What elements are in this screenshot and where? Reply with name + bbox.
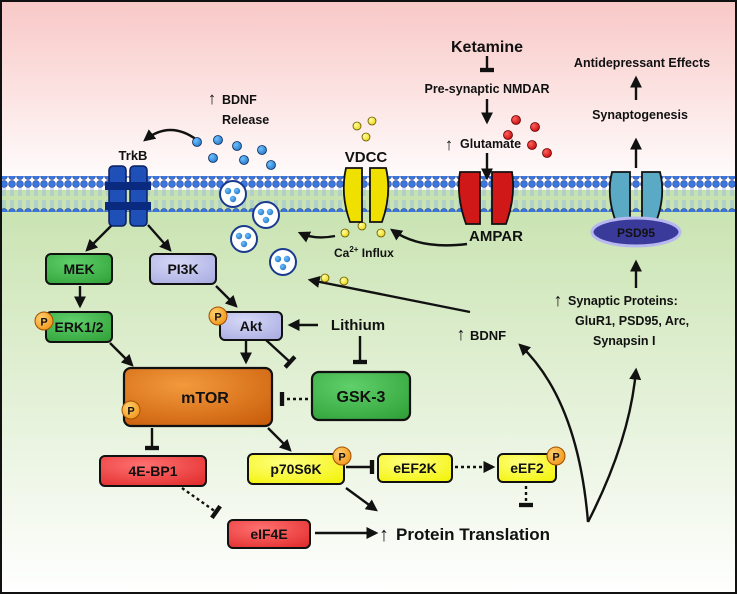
svg-text:P: P: [127, 406, 134, 418]
mek-node: MEK: [45, 253, 113, 285]
erk-to-mtor-arrow: [109, 342, 134, 367]
nmdar-label: Pre-synaptic NMDAR: [424, 82, 549, 96]
released-bdnf-dots: [192, 135, 276, 170]
vesicle: [219, 180, 247, 208]
4ebp1-node: 4E-BP1: [99, 455, 207, 487]
4ebp1-inhibits-eif4e: [181, 487, 222, 520]
pi3k-to-akt-arrow: [215, 285, 238, 308]
gsk3-label: GSK-3: [337, 389, 386, 406]
translation-to-bdnf-arrow: [518, 343, 590, 523]
vdcc-channel: [342, 167, 390, 223]
pi3k-node: PI3K: [149, 253, 217, 285]
bdnf-label: BDNF: [470, 328, 506, 343]
ampar-channel: [457, 171, 515, 225]
erk-label: ERK1/2: [54, 319, 103, 335]
eef2-label: eEF2: [510, 460, 544, 476]
akt-label: Akt: [240, 318, 263, 334]
bdnf-up-arrow: ↑: [457, 324, 466, 344]
phospho-badge-erk: P: [34, 311, 54, 331]
synaptic-cleft-background: [0, 0, 737, 190]
eif4e-node: eIF4E: [227, 519, 311, 549]
psd95-label: PSD95: [617, 226, 655, 240]
psd95-scaffold: [590, 216, 682, 248]
trkb-to-mek-arrow: [85, 224, 113, 252]
bdnf-to-vesicles-arrow: [307, 275, 471, 314]
4ebp1-label: 4E-BP1: [128, 463, 177, 479]
bdnf-vesicles: [219, 180, 297, 276]
svg-text:P: P: [338, 452, 345, 464]
ampar-label: AMPAR: [469, 228, 523, 245]
akt-node: Akt: [219, 311, 283, 341]
mtor-node: mTOR: [122, 366, 274, 428]
trkb-receptor: [105, 165, 151, 227]
svg-text:P: P: [552, 452, 559, 464]
trkb-label: TrkB: [119, 148, 148, 163]
phospho-badge-eef2: P: [546, 446, 566, 466]
bdnf-release-to-trkb-arrow: [143, 128, 198, 142]
phospho-badge-p70s6k: P: [332, 446, 352, 466]
eef2k-label: eEF2K: [393, 460, 437, 476]
antidepressant-label: Antidepressant Effects: [574, 56, 710, 70]
glutamate-label: Glutamate: [460, 137, 521, 151]
bdnf-release-label: BDNF: [222, 93, 257, 107]
svg-text:P: P: [40, 317, 47, 329]
erk-node: ERK1/2: [45, 311, 113, 343]
calcium-to-vesicles-arrow: [297, 231, 336, 243]
translation-to-synaptic-proteins-arrow: [586, 367, 642, 523]
pi3k-label: PI3K: [167, 261, 198, 277]
synaptogenesis-label: Synaptogenesis: [592, 108, 688, 122]
glutamate-dots: [503, 115, 552, 158]
mek-label: MEK: [63, 261, 94, 277]
p70s6k-node: p70S6K: [247, 453, 345, 485]
translation-up-arrow: ↑: [379, 524, 389, 546]
protein-translation-label: Protein Translation: [396, 525, 550, 544]
glutamate-up-arrow: ↑: [445, 135, 454, 154]
ketamine-label: Ketamine: [451, 39, 523, 56]
p70s6k-label: p70S6K: [270, 461, 321, 477]
eef2k-node: eEF2K: [377, 453, 453, 483]
phospho-badge-akt: P: [208, 306, 228, 326]
vdcc-label: VDCC: [345, 149, 388, 166]
mtor-to-p70s6k-arrow: [267, 427, 292, 452]
synaptic-proteins-up-arrow: ↑: [554, 290, 563, 310]
gsk3-node: GSK-3: [310, 370, 412, 422]
synaptic-proteins-list-line2: Synapsin I: [593, 334, 656, 348]
synaptic-proteins-label: Synaptic Proteins:: [568, 294, 678, 308]
p70s6k-to-translation-arrow: [345, 487, 378, 512]
phospho-badge-mtor: P: [121, 400, 141, 420]
akt-inhibits-gsk3: [265, 339, 297, 369]
eef2-node: eEF2: [497, 453, 557, 483]
trkb-to-pi3k-arrow: [147, 224, 172, 252]
pathway-connectors: [74, 56, 642, 539]
synaptic-proteins-list: GluR1, PSD95, Arc,: [575, 314, 689, 328]
calcium-influx-label: Ca2+ Influx: [334, 245, 394, 260]
vesicle: [269, 248, 297, 276]
ampar-to-calcium-arrow: [390, 228, 468, 247]
lithium-label: Lithium: [331, 317, 385, 334]
mtor-label: mTOR: [181, 390, 229, 407]
bdnf-release-up-arrow: ↑: [208, 89, 217, 108]
eif4e-label: eIF4E: [250, 526, 287, 542]
svg-text:P: P: [214, 312, 221, 324]
phospho-badges: P P P P P: [34, 306, 566, 466]
vesicle: [252, 201, 280, 229]
bdnf-release-label-line2: Release: [222, 113, 269, 127]
vesicle: [230, 225, 258, 253]
